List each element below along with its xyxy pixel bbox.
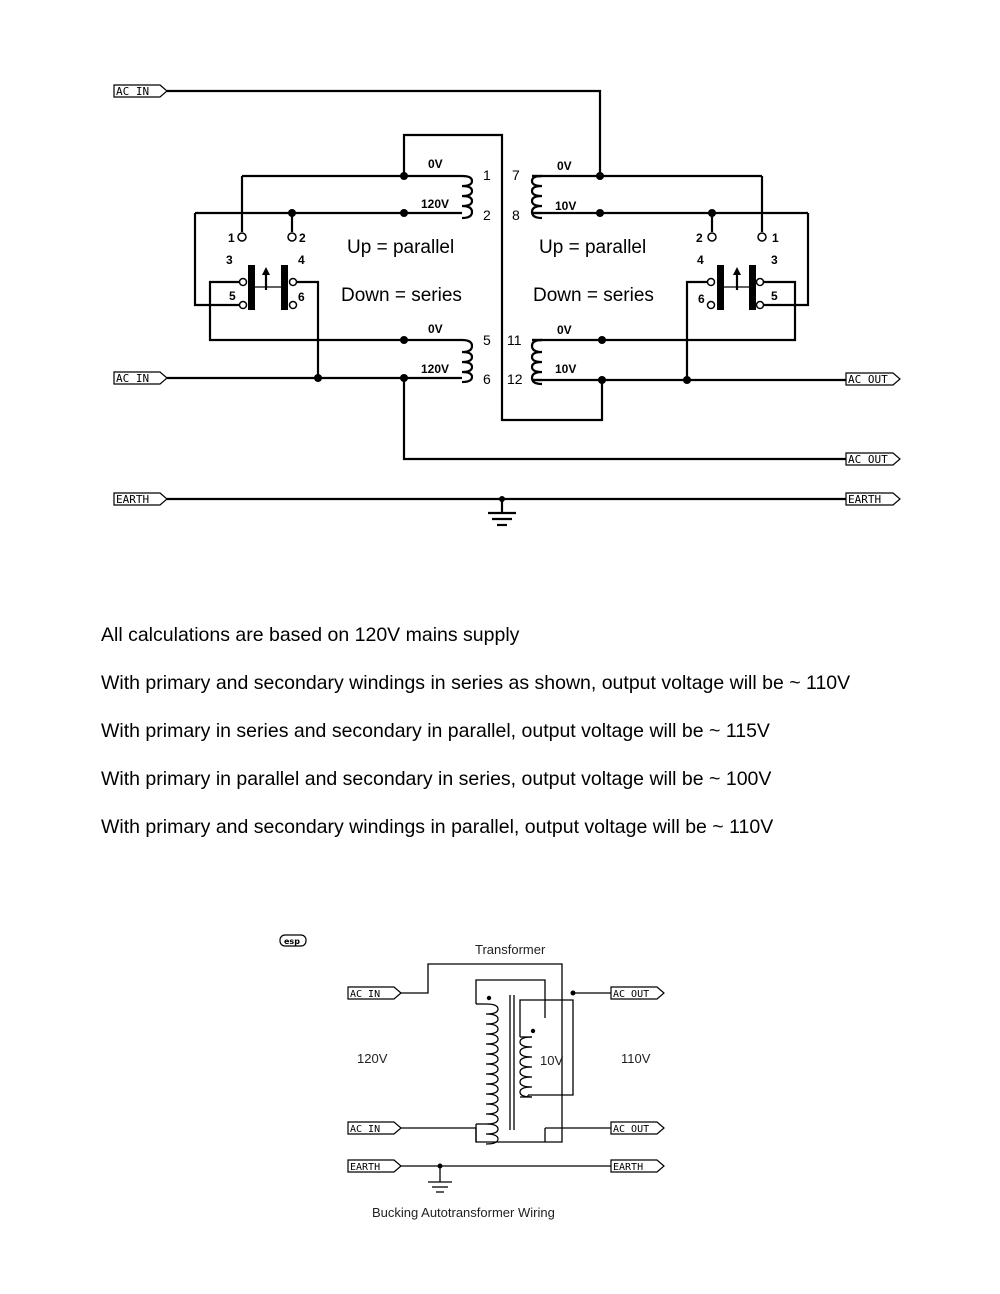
transformer-title: Transformer xyxy=(475,942,546,957)
svg-text:7: 7 xyxy=(512,167,520,183)
note-mains-supply: All calculations are based on 120V mains… xyxy=(101,624,520,646)
output-voltage-label: 110V xyxy=(621,1051,651,1066)
ac-in-connector-bottom: AC IN xyxy=(113,371,168,385)
note-series-parallel: With primary in series and secondary in … xyxy=(101,720,770,742)
junction-dots xyxy=(288,172,716,502)
svg-text:5: 5 xyxy=(483,332,491,348)
left-switch-down-text: Down = series xyxy=(341,285,462,306)
right-bottom-winding: 0V 10V 11 12 xyxy=(507,323,576,387)
svg-text:4: 4 xyxy=(298,253,305,267)
svg-text:AC OUT: AC OUT xyxy=(613,1124,649,1135)
svg-text:0V: 0V xyxy=(428,157,443,171)
svg-text:EARTH: EARTH xyxy=(613,1162,643,1173)
svg-text:120V: 120V xyxy=(421,362,449,376)
svg-text:5: 5 xyxy=(771,289,778,303)
right-switch-up-text: Up = parallel xyxy=(539,237,646,258)
esp-logo: esp xyxy=(279,934,307,947)
svg-text:2: 2 xyxy=(696,231,703,245)
left-switch-up-text: Up = parallel xyxy=(347,237,454,258)
input-voltage-label: 120V xyxy=(357,1051,388,1066)
right-switch: 2 1 4 3 6 5 xyxy=(696,231,779,310)
svg-text:10V: 10V xyxy=(555,199,576,213)
svg-text:4: 4 xyxy=(697,253,704,267)
secondary-coil xyxy=(519,1036,533,1098)
ac-in-tag-1: AC IN xyxy=(347,986,402,1000)
svg-text:3: 3 xyxy=(226,253,233,267)
svg-text:120V: 120V xyxy=(421,197,449,211)
svg-text:EARTH: EARTH xyxy=(350,1162,380,1173)
switching-schematic: AC IN AC IN AC OUT AC OUT EARTH EARTH xyxy=(113,84,901,527)
ac-in-connector-top: AC IN xyxy=(113,84,168,98)
svg-text:AC IN: AC IN xyxy=(116,372,149,385)
note-parallel-series: With primary in parallel and secondary i… xyxy=(101,768,772,790)
ac-out-connector-2: AC OUT xyxy=(845,452,901,466)
svg-text:3: 3 xyxy=(771,253,778,267)
svg-text:12: 12 xyxy=(507,371,523,387)
svg-text:5: 5 xyxy=(229,289,236,303)
autotransformer-wires xyxy=(401,963,611,1193)
right-top-winding: 0V 10V 7 8 xyxy=(512,159,576,223)
svg-text:AC OUT: AC OUT xyxy=(848,373,888,386)
ac-out-tag-2: AC OUT xyxy=(610,1121,665,1135)
left-top-winding: 0V 120V 1 2 xyxy=(421,157,491,223)
svg-text:AC IN: AC IN xyxy=(350,1124,380,1135)
note-series-series: With primary and secondary windings in s… xyxy=(101,672,851,694)
svg-text:6: 6 xyxy=(298,290,305,304)
earth-connector-left: EARTH xyxy=(113,492,168,506)
svg-text:1: 1 xyxy=(483,167,491,183)
earth-connector-right: EARTH xyxy=(845,492,901,506)
left-bottom-winding: 0V 120V 5 6 xyxy=(421,322,491,387)
svg-text:AC IN: AC IN xyxy=(116,85,149,98)
svg-text:0V: 0V xyxy=(428,322,443,336)
right-switch-down-text: Down = series xyxy=(533,285,654,306)
svg-text:10V: 10V xyxy=(555,362,576,376)
svg-text:11: 11 xyxy=(507,332,522,348)
svg-text:AC OUT: AC OUT xyxy=(848,453,888,466)
diagram-caption: Bucking Autotransformer Wiring xyxy=(372,1205,555,1220)
ac-in-tag-2: AC IN xyxy=(347,1121,402,1135)
svg-text:AC OUT: AC OUT xyxy=(613,989,649,1000)
svg-text:2: 2 xyxy=(483,207,491,223)
svg-text:esp: esp xyxy=(284,937,300,946)
earth-tag-right: EARTH xyxy=(610,1159,665,1173)
wires xyxy=(167,89,846,527)
svg-text:6: 6 xyxy=(483,371,491,387)
primary-coil xyxy=(485,1003,499,1145)
svg-text:8: 8 xyxy=(512,207,520,223)
svg-text:EARTH: EARTH xyxy=(116,493,149,506)
svg-text:1: 1 xyxy=(228,231,235,245)
svg-text:0V: 0V xyxy=(557,323,572,337)
ac-out-connector-1: AC OUT xyxy=(845,372,901,386)
note-parallel-parallel: With primary and secondary windings in p… xyxy=(101,816,774,838)
ac-out-tag-1: AC OUT xyxy=(610,986,665,1000)
secondary-voltage-label: 10V xyxy=(540,1053,563,1068)
svg-text:1: 1 xyxy=(772,231,779,245)
left-switch: 1 2 3 4 5 6 xyxy=(226,231,306,310)
svg-text:6: 6 xyxy=(698,292,705,306)
svg-text:0V: 0V xyxy=(557,159,572,173)
earth-tag-left: EARTH xyxy=(347,1159,402,1173)
calculation-notes: All calculations are based on 120V mains… xyxy=(101,611,850,851)
svg-text:AC IN: AC IN xyxy=(350,989,380,1000)
svg-text:EARTH: EARTH xyxy=(848,493,881,506)
svg-text:2: 2 xyxy=(299,231,306,245)
